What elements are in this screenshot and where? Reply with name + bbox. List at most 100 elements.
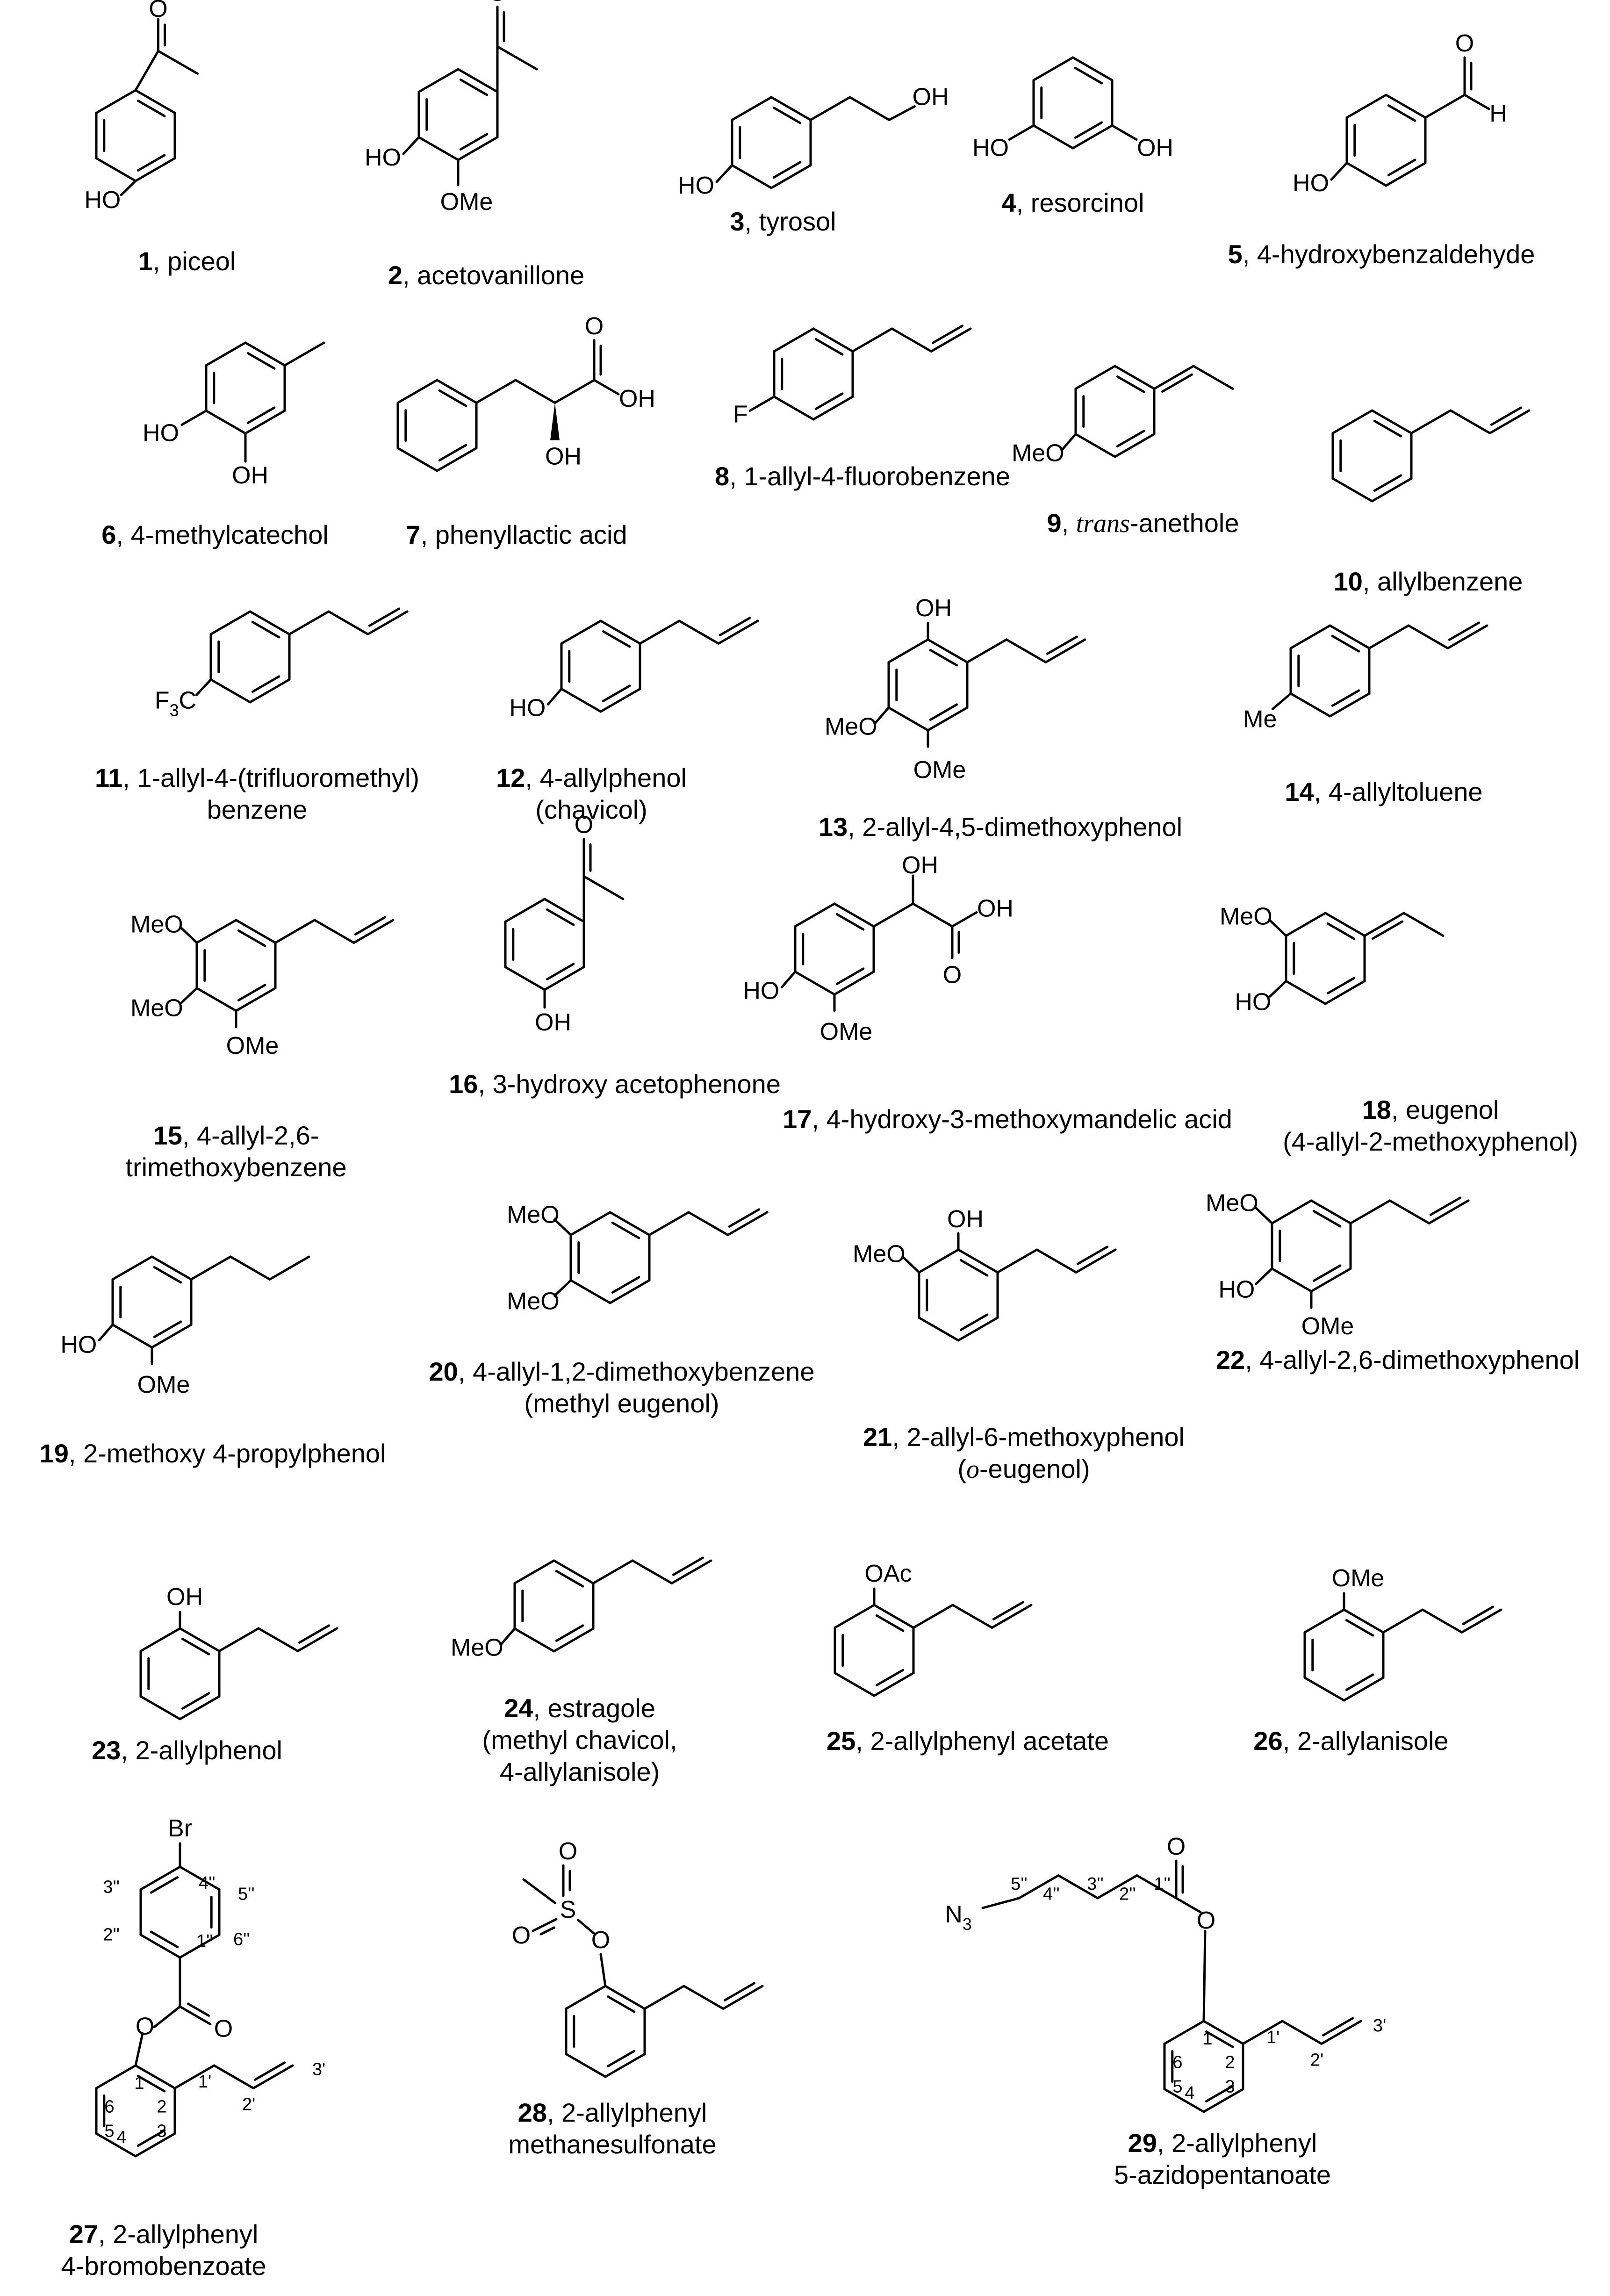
double-bond-line <box>1076 1245 1109 1265</box>
ring-bond <box>235 987 277 1012</box>
ring-bond <box>812 327 854 353</box>
ring-bond <box>134 2132 176 2158</box>
bond <box>912 1604 954 1629</box>
atom-label: OH <box>947 1206 984 1233</box>
caption-text: , 2-allyl-4,5-dimethoxyphenol <box>848 812 1183 842</box>
bond <box>1175 1897 1202 1914</box>
ring-bond <box>1385 94 1427 119</box>
ring-bond <box>604 2053 646 2078</box>
bond <box>1281 2020 1323 2045</box>
aromatic-inner-bond <box>555 1570 584 1588</box>
ring-bond <box>609 1211 651 1236</box>
bond <box>592 1559 634 1584</box>
atom-label: HO <box>678 172 714 199</box>
caption-line: methanesulfonate <box>508 2129 716 2160</box>
ring-bond <box>195 919 237 944</box>
double-bond-line <box>723 1982 756 2001</box>
ring-bond <box>812 396 854 421</box>
double-bond-line <box>354 916 387 936</box>
double-bond-line <box>1161 373 1193 393</box>
structure-23: OH <box>139 1583 338 1720</box>
caption-text: , 4-hydroxybenzaldehyde <box>1242 239 1535 269</box>
aromatic-inner-bond <box>1074 121 1103 139</box>
aromatic-inner-bond <box>602 630 631 648</box>
bond <box>1008 124 1035 141</box>
aromatic-inner-bond <box>546 908 575 926</box>
aromatic-inner-bond <box>835 913 865 931</box>
atom-label: OH <box>166 1583 203 1611</box>
caption-line: 7, phenyllactic acid <box>406 519 627 551</box>
bond <box>179 987 198 1005</box>
caption-text: , tyrosol <box>744 207 836 236</box>
ring-bond <box>205 341 247 367</box>
bond <box>1005 638 1047 663</box>
structure-8: F <box>733 324 972 428</box>
bond <box>991 1604 1033 1629</box>
bond <box>514 379 556 404</box>
double-bond-line <box>719 617 751 636</box>
ring-bond <box>1324 980 1366 1005</box>
ring-bond <box>244 410 286 435</box>
atom-label: OH <box>902 852 938 879</box>
caption-line: 8, 1-allyl-4-fluorobenzene <box>715 461 1010 492</box>
bond <box>153 2005 181 2028</box>
caption-text: o <box>966 1455 980 1484</box>
bond <box>872 902 914 928</box>
caption-line: 11, 1-allyl-4-(trifluoromethyl) <box>95 762 419 794</box>
ring-bond <box>417 136 460 161</box>
ring-bond <box>833 971 875 996</box>
caption-compound-25: 25, 2-allylphenyl acetate <box>827 1725 1109 1757</box>
atom-label: OH <box>545 443 582 470</box>
caption-text: , 1-allyl-4-(trifluoromethyl) <box>122 763 419 792</box>
atom-label: OMe <box>820 1018 873 1045</box>
double-bond-line <box>1322 2017 1354 2037</box>
aromatic-inner-bond <box>929 649 958 667</box>
compound-number: 3 <box>730 207 745 236</box>
ring-bond <box>553 1627 595 1653</box>
aromatic-inner-bond <box>246 352 276 370</box>
position-number: 1'' <box>196 1931 213 1951</box>
aromatic-inner-bond <box>137 154 166 172</box>
caption-text: , 4-allylphenol <box>525 763 687 792</box>
atom-label: MeO <box>130 911 183 938</box>
ring-bond <box>599 619 641 645</box>
bond <box>274 919 316 944</box>
bond <box>891 327 933 353</box>
caption-line: 10, allylbenzene <box>1334 566 1523 597</box>
bond <box>157 50 199 75</box>
compound-number: 29 <box>1128 2128 1157 2158</box>
ring-bond <box>1032 124 1074 150</box>
aromatic-inner-bond <box>181 1692 210 1710</box>
caption-line: 29, 2-allylphenyl <box>1114 2127 1331 2159</box>
atom-label: O <box>591 1927 610 1954</box>
ring-bond <box>1324 912 1366 937</box>
atom-label: O <box>585 313 604 340</box>
ring-bond <box>887 706 929 732</box>
bond <box>257 1627 299 1652</box>
caption-text: , resorcinol <box>1016 188 1144 217</box>
caption-text: , 2-allylphenyl <box>546 2098 707 2127</box>
bond <box>951 911 978 928</box>
bond <box>496 45 538 71</box>
caption-line: (chavicol) <box>496 794 687 826</box>
ring-bond <box>1285 980 1327 1005</box>
aromatic-inner-bond <box>772 107 802 124</box>
caption-compound-14: 14, 4-allyltoluene <box>1285 776 1482 808</box>
caption-line: 9, trans-anethole <box>1047 507 1239 540</box>
caption-compound-3: 3, tyrosol <box>730 206 836 238</box>
ring-bond <box>179 1865 221 1891</box>
caption-line: 27, 2-allylphenyl <box>61 2218 266 2250</box>
caption-compound-6: 6, 4-methylcatechol <box>101 519 329 551</box>
double-bond-line <box>1462 1605 1495 1625</box>
aromatic-inner-bond <box>137 2129 166 2147</box>
position-number: 4'' <box>199 1873 216 1893</box>
bond <box>1382 1608 1424 1634</box>
ring-bond <box>887 638 929 663</box>
caption-line: 5-azidopentanoate <box>1114 2159 1331 2191</box>
aromatic-inner-bond <box>814 392 844 410</box>
ring-bond <box>1071 124 1114 150</box>
